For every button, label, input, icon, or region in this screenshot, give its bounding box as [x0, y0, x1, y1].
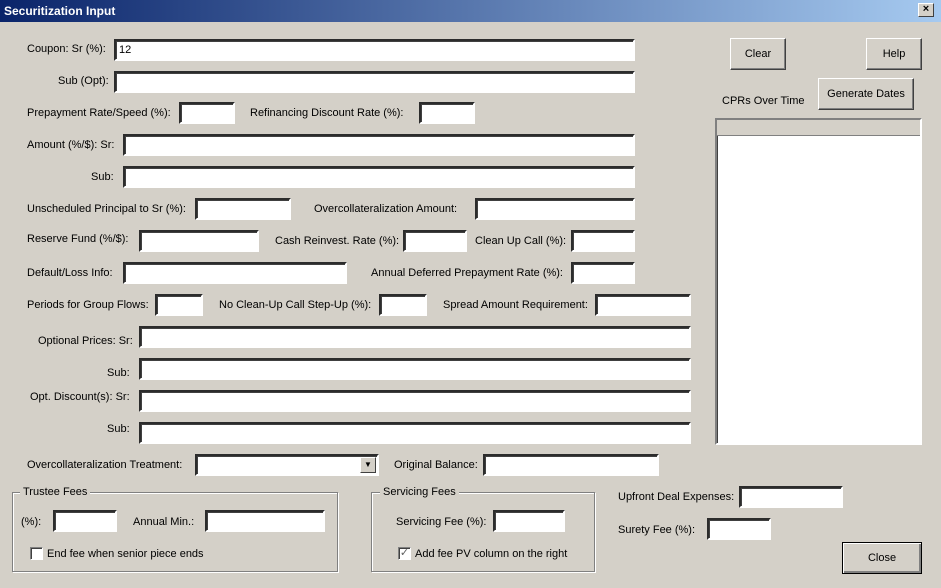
reserve-label: Reserve Fund (%/$):	[27, 233, 129, 245]
cleanup-input[interactable]	[571, 230, 635, 252]
sub-opt-input[interactable]	[114, 71, 635, 93]
cleanup-label: Clean Up Call (%):	[475, 235, 567, 247]
servicing-fees-group	[371, 492, 595, 572]
annual-deferred-input[interactable]	[571, 262, 635, 284]
unsched-input[interactable]	[195, 198, 291, 220]
upfront-input[interactable]	[739, 486, 843, 508]
surety-input[interactable]	[707, 518, 771, 540]
opt-discount-sub-input[interactable]	[139, 422, 691, 444]
cprs-list-header	[717, 120, 920, 136]
prepay-input[interactable]	[179, 102, 235, 124]
surety-label: Surety Fee (%):	[618, 524, 696, 536]
coupon-sr-input[interactable]: 12	[114, 39, 635, 61]
periods-input[interactable]	[155, 294, 203, 316]
default-label: Default/Loss Info:	[27, 267, 113, 279]
default-input[interactable]	[123, 262, 347, 284]
close-button[interactable]: Close	[842, 542, 922, 574]
spread-label: Spread Amount Requirement:	[443, 299, 588, 311]
cprs-label: CPRs Over Time	[722, 95, 805, 107]
trustee-pct-input[interactable]	[53, 510, 117, 532]
refi-label: Refinancing Discount Rate (%):	[250, 107, 404, 119]
clear-button[interactable]: Clear	[730, 38, 786, 70]
cash-reinvest-label: Cash Reinvest. Rate (%):	[275, 235, 400, 247]
servicing-fee-label: Servicing Fee (%):	[396, 516, 487, 528]
overcoll-amount-input[interactable]	[475, 198, 635, 220]
opt-prices-sr-input[interactable]	[139, 326, 691, 348]
amount-sr-input[interactable]	[123, 134, 635, 156]
upfront-label: Upfront Deal Expenses:	[618, 491, 735, 503]
add-pv-label: Add fee PV column on the right	[415, 548, 568, 560]
trustee-annual-min-label: Annual Min.:	[133, 516, 195, 528]
opt-discount-sr-label: Opt. Discount(s): Sr:	[30, 391, 130, 403]
window-title: Securitization Input	[4, 4, 116, 18]
opt-prices-sub-input[interactable]	[139, 358, 691, 380]
trustee-fees-legend: Trustee Fees	[20, 486, 91, 498]
unsched-label: Unscheduled Principal to Sr (%):	[27, 203, 186, 215]
overcoll-treatment-select[interactable]: ▼	[195, 454, 379, 476]
end-fee-checkbox[interactable]	[30, 547, 43, 560]
servicing-fee-input[interactable]	[493, 510, 565, 532]
annual-deferred-label: Annual Deferred Prepayment Rate (%):	[371, 267, 563, 279]
amount-sub-label: Sub:	[91, 171, 114, 183]
opt-prices-sr-label: Optional Prices: Sr:	[38, 335, 133, 347]
trustee-fees-group	[12, 492, 338, 572]
sub-opt-label: Sub (Opt):	[58, 75, 109, 87]
title-bar: Securitization Input ×	[0, 0, 941, 22]
original-balance-input[interactable]	[483, 454, 659, 476]
cash-reinvest-input[interactable]	[403, 230, 467, 252]
refi-input[interactable]	[419, 102, 475, 124]
end-fee-label: End fee when senior piece ends	[47, 548, 204, 560]
opt-discount-sub-label: Sub:	[107, 423, 130, 435]
overcoll-treatment-label: Overcollateralization Treatment:	[27, 459, 183, 471]
opt-discount-sr-input[interactable]	[139, 390, 691, 412]
trustee-annual-min-input[interactable]	[205, 510, 325, 532]
add-pv-checkbox[interactable]: ✓	[398, 547, 411, 560]
help-button[interactable]: Help	[866, 38, 922, 70]
overcoll-amount-label: Overcollateralization Amount:	[314, 203, 458, 215]
original-balance-label: Original Balance:	[394, 459, 478, 471]
periods-label: Periods for Group Flows:	[27, 299, 149, 311]
prepay-label: Prepayment Rate/Speed (%):	[27, 107, 171, 119]
opt-prices-sub-label: Sub:	[107, 367, 130, 379]
no-cleanup-input[interactable]	[379, 294, 427, 316]
amount-sub-input[interactable]	[123, 166, 635, 188]
cprs-list[interactable]	[715, 118, 922, 445]
reserve-input[interactable]	[139, 230, 259, 252]
window-close-button[interactable]: ×	[918, 3, 934, 17]
amount-sr-label: Amount (%/$): Sr:	[27, 139, 115, 151]
spread-input[interactable]	[595, 294, 691, 316]
servicing-fees-legend: Servicing Fees	[380, 486, 459, 498]
no-cleanup-label: No Clean-Up Call Step-Up (%):	[219, 299, 372, 311]
chevron-down-icon[interactable]: ▼	[360, 457, 376, 473]
coupon-sr-label: Coupon: Sr (%):	[27, 43, 106, 55]
trustee-pct-label: (%):	[21, 516, 42, 528]
generate-dates-button[interactable]: Generate Dates	[818, 78, 914, 110]
